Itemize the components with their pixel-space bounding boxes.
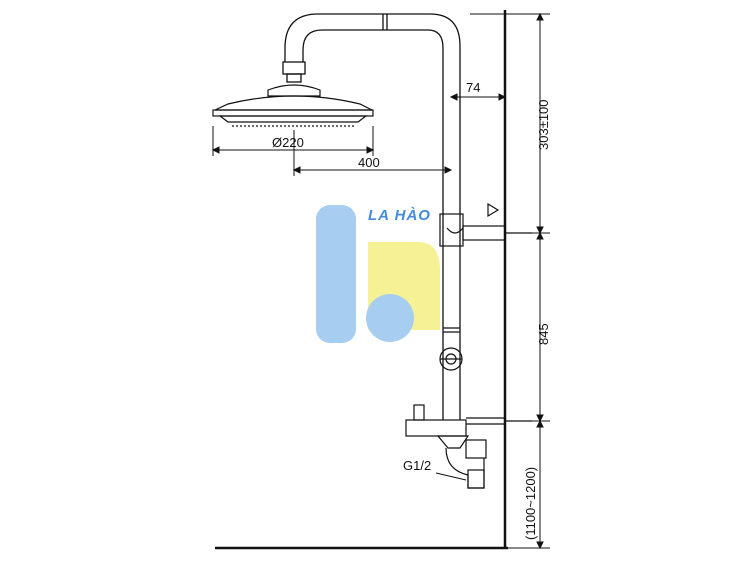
vertical-dimensions (470, 12, 550, 550)
logo-blue-bar (316, 205, 356, 343)
thread-leader-line (435, 472, 467, 481)
wall-offset-label: 74 (466, 80, 480, 95)
thread-label: G1/2 (403, 458, 431, 473)
wall (215, 10, 508, 550)
mixer-valve (405, 404, 532, 489)
shower-head (212, 84, 374, 127)
diameter-dimension (211, 126, 375, 156)
mount-height-label: (1100~1200) (523, 467, 538, 540)
arm-reach-label: 400 (358, 155, 380, 170)
diverter-knob (439, 347, 463, 371)
upper-height-label: 303±100 (536, 99, 551, 150)
head-diameter-label: Ø220 (272, 135, 304, 150)
logo-blue-circle (366, 294, 414, 342)
reach-dimension (292, 130, 453, 176)
pipe-length-label: 845 (536, 323, 551, 345)
wall-offset-dimension (449, 93, 507, 101)
upper-wall-bracket (439, 202, 532, 247)
watermark-text: LA HÀO (368, 207, 431, 224)
shower-riser (282, 13, 461, 420)
watermark-logo: LA HÀO (316, 205, 440, 343)
